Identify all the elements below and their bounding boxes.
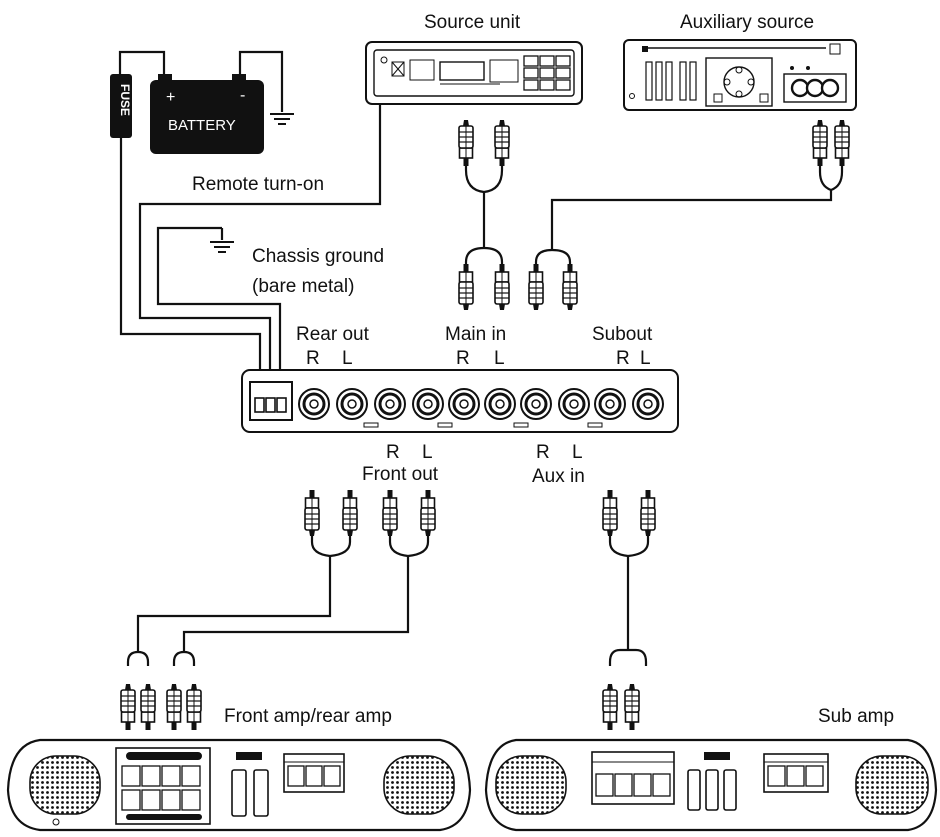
chassis-ground-wire (156, 226, 282, 390)
battery-ground-wire (238, 50, 284, 112)
front-rear-amp-label: Front amp/rear amp (224, 706, 392, 727)
rear-out-right-label: R (306, 348, 320, 369)
battery-label: BATTERY (168, 117, 236, 134)
battery-plus-label: + (166, 89, 175, 106)
aux-in-left-label: L (572, 442, 583, 463)
main-in-label: Main in (445, 324, 506, 345)
sub-out-left-label: L (640, 348, 651, 369)
processor-unit (241, 369, 679, 433)
aux-in-label: Aux in (532, 466, 585, 487)
front-out-rca-cable (167, 489, 436, 730)
sub-out-rca-cable (602, 489, 656, 730)
auxiliary-source-label: Auxiliary source (680, 12, 814, 33)
chassis-ground-label: Chassis ground (252, 246, 384, 267)
auxiliary-source-unit (623, 39, 857, 111)
ground-symbol-icon (269, 113, 295, 125)
speaker-grille-icon (29, 755, 101, 815)
sub-amp-label: Sub amp (818, 706, 894, 727)
battery-icon (150, 80, 264, 154)
battery-minus-label: - (240, 87, 245, 104)
chassis-ground-symbol-icon (209, 241, 235, 253)
rear-out-label: Rear out (296, 324, 370, 345)
front-out-right-label: R (386, 442, 400, 463)
front-out-label: Front out (362, 464, 439, 485)
main-in-left-label: L (494, 348, 505, 369)
main-in-right-label: R (456, 348, 470, 369)
fuse-label: FUSE (118, 84, 132, 116)
rear-out-left-label: L (342, 348, 353, 369)
source-unit (365, 41, 583, 105)
sub-out-right-label: R (616, 348, 630, 369)
aux-in-right-label: R (536, 442, 550, 463)
aux-in-rca-cable (528, 120, 849, 311)
sub-amplifier (484, 738, 938, 832)
main-in-rca-cable (458, 120, 510, 311)
remote-turn-on-wire (138, 104, 382, 390)
fuse-icon (110, 74, 132, 138)
sub-out-label: Subout (592, 324, 653, 345)
rear-out-rca-cable (121, 489, 358, 730)
front-out-left-label: L (422, 442, 433, 463)
power-wire (119, 138, 262, 390)
fuse-to-battery-wire (118, 50, 166, 86)
source-unit-label: Source unit (424, 12, 521, 33)
remote-turn-on-label: Remote turn-on (192, 174, 324, 195)
bare-metal-label: (bare metal) (252, 276, 354, 297)
front-rear-amplifier (6, 738, 472, 832)
